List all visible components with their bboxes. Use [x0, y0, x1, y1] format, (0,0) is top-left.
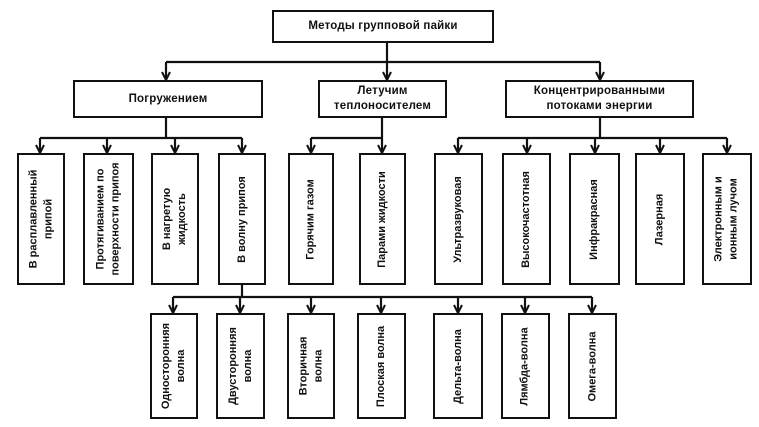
method-label-line: ионным лучом	[728, 178, 741, 260]
method-label-line: Инфракрасная	[588, 178, 600, 260]
wave-flat-box: Плоская волна	[357, 313, 406, 419]
method-label-line: Электронным и	[713, 176, 726, 262]
wave-label-line: волна	[241, 349, 254, 383]
method-label-line: Протягиванием по	[94, 168, 107, 270]
method-label-line: Парами жидкости	[376, 170, 388, 268]
method-label-line: Высокочастотная	[520, 170, 533, 268]
method-hot-gas-box: Горячим газом	[288, 153, 334, 285]
wave-label-line: Лямбда-волна	[519, 326, 532, 406]
method-label-line: В расплавленный	[27, 169, 40, 269]
category-volatile-coolant-box: Летучим теплоносителем	[318, 80, 447, 118]
wave-label-line: Плоская волна	[375, 325, 388, 407]
method-label-line: В волну припоя	[235, 175, 248, 263]
method-high-frequency-box: Высокочастотная	[502, 153, 551, 285]
category-energy-flows-box: Концентрированными потоками энергии	[505, 80, 694, 118]
method-label-line: припой	[42, 198, 55, 240]
method-infrared-box: Инфракрасная	[569, 153, 620, 285]
wave-label-line: Односторонняя	[160, 322, 173, 410]
method-label-line: поверхности припоя	[109, 162, 122, 276]
wave-omega-box: Омега-волна	[568, 313, 617, 419]
root-box: Методы групповой пайки	[272, 10, 494, 43]
method-label-line: Лазерная	[653, 193, 666, 245]
wave-delta-box: Дельта-волна	[433, 313, 483, 419]
method-label-line: жидкость	[176, 193, 188, 245]
category-label-line: Летучим	[357, 85, 408, 97]
wave-label-line: волна	[175, 349, 188, 383]
method-label-line: Горячим газом	[304, 178, 317, 260]
method-solder-wave-box: В волну припоя	[218, 153, 266, 285]
root-label: Методы групповой пайки	[308, 20, 458, 32]
method-ultrasonic-box: Ультразвуковая	[434, 153, 483, 285]
category-label-line: потоками энергии	[546, 100, 653, 112]
wave-label-line: Омега-волна	[586, 331, 598, 401]
category-label: Погружением	[128, 92, 208, 105]
category-label-line: Концентрированными	[533, 85, 666, 97]
method-laser-box: Лазерная	[635, 153, 685, 285]
wave-label-line: Двусторонняя	[226, 327, 239, 405]
category-immersion-box: Погружением	[73, 80, 263, 118]
method-label-line: В нагретую	[161, 187, 173, 251]
wave-label-line: Вторичная	[297, 336, 309, 396]
wave-label-line: волна	[312, 349, 324, 383]
wave-label-line: Дельта-волна	[451, 328, 464, 404]
method-label-line: Ультразвуковая	[452, 175, 465, 263]
method-liquid-vapor-box: Парами жидкости	[359, 153, 406, 285]
category-label-line: теплоносителем	[333, 100, 432, 112]
wave-lambda-box: Лямбда-волна	[501, 313, 550, 419]
